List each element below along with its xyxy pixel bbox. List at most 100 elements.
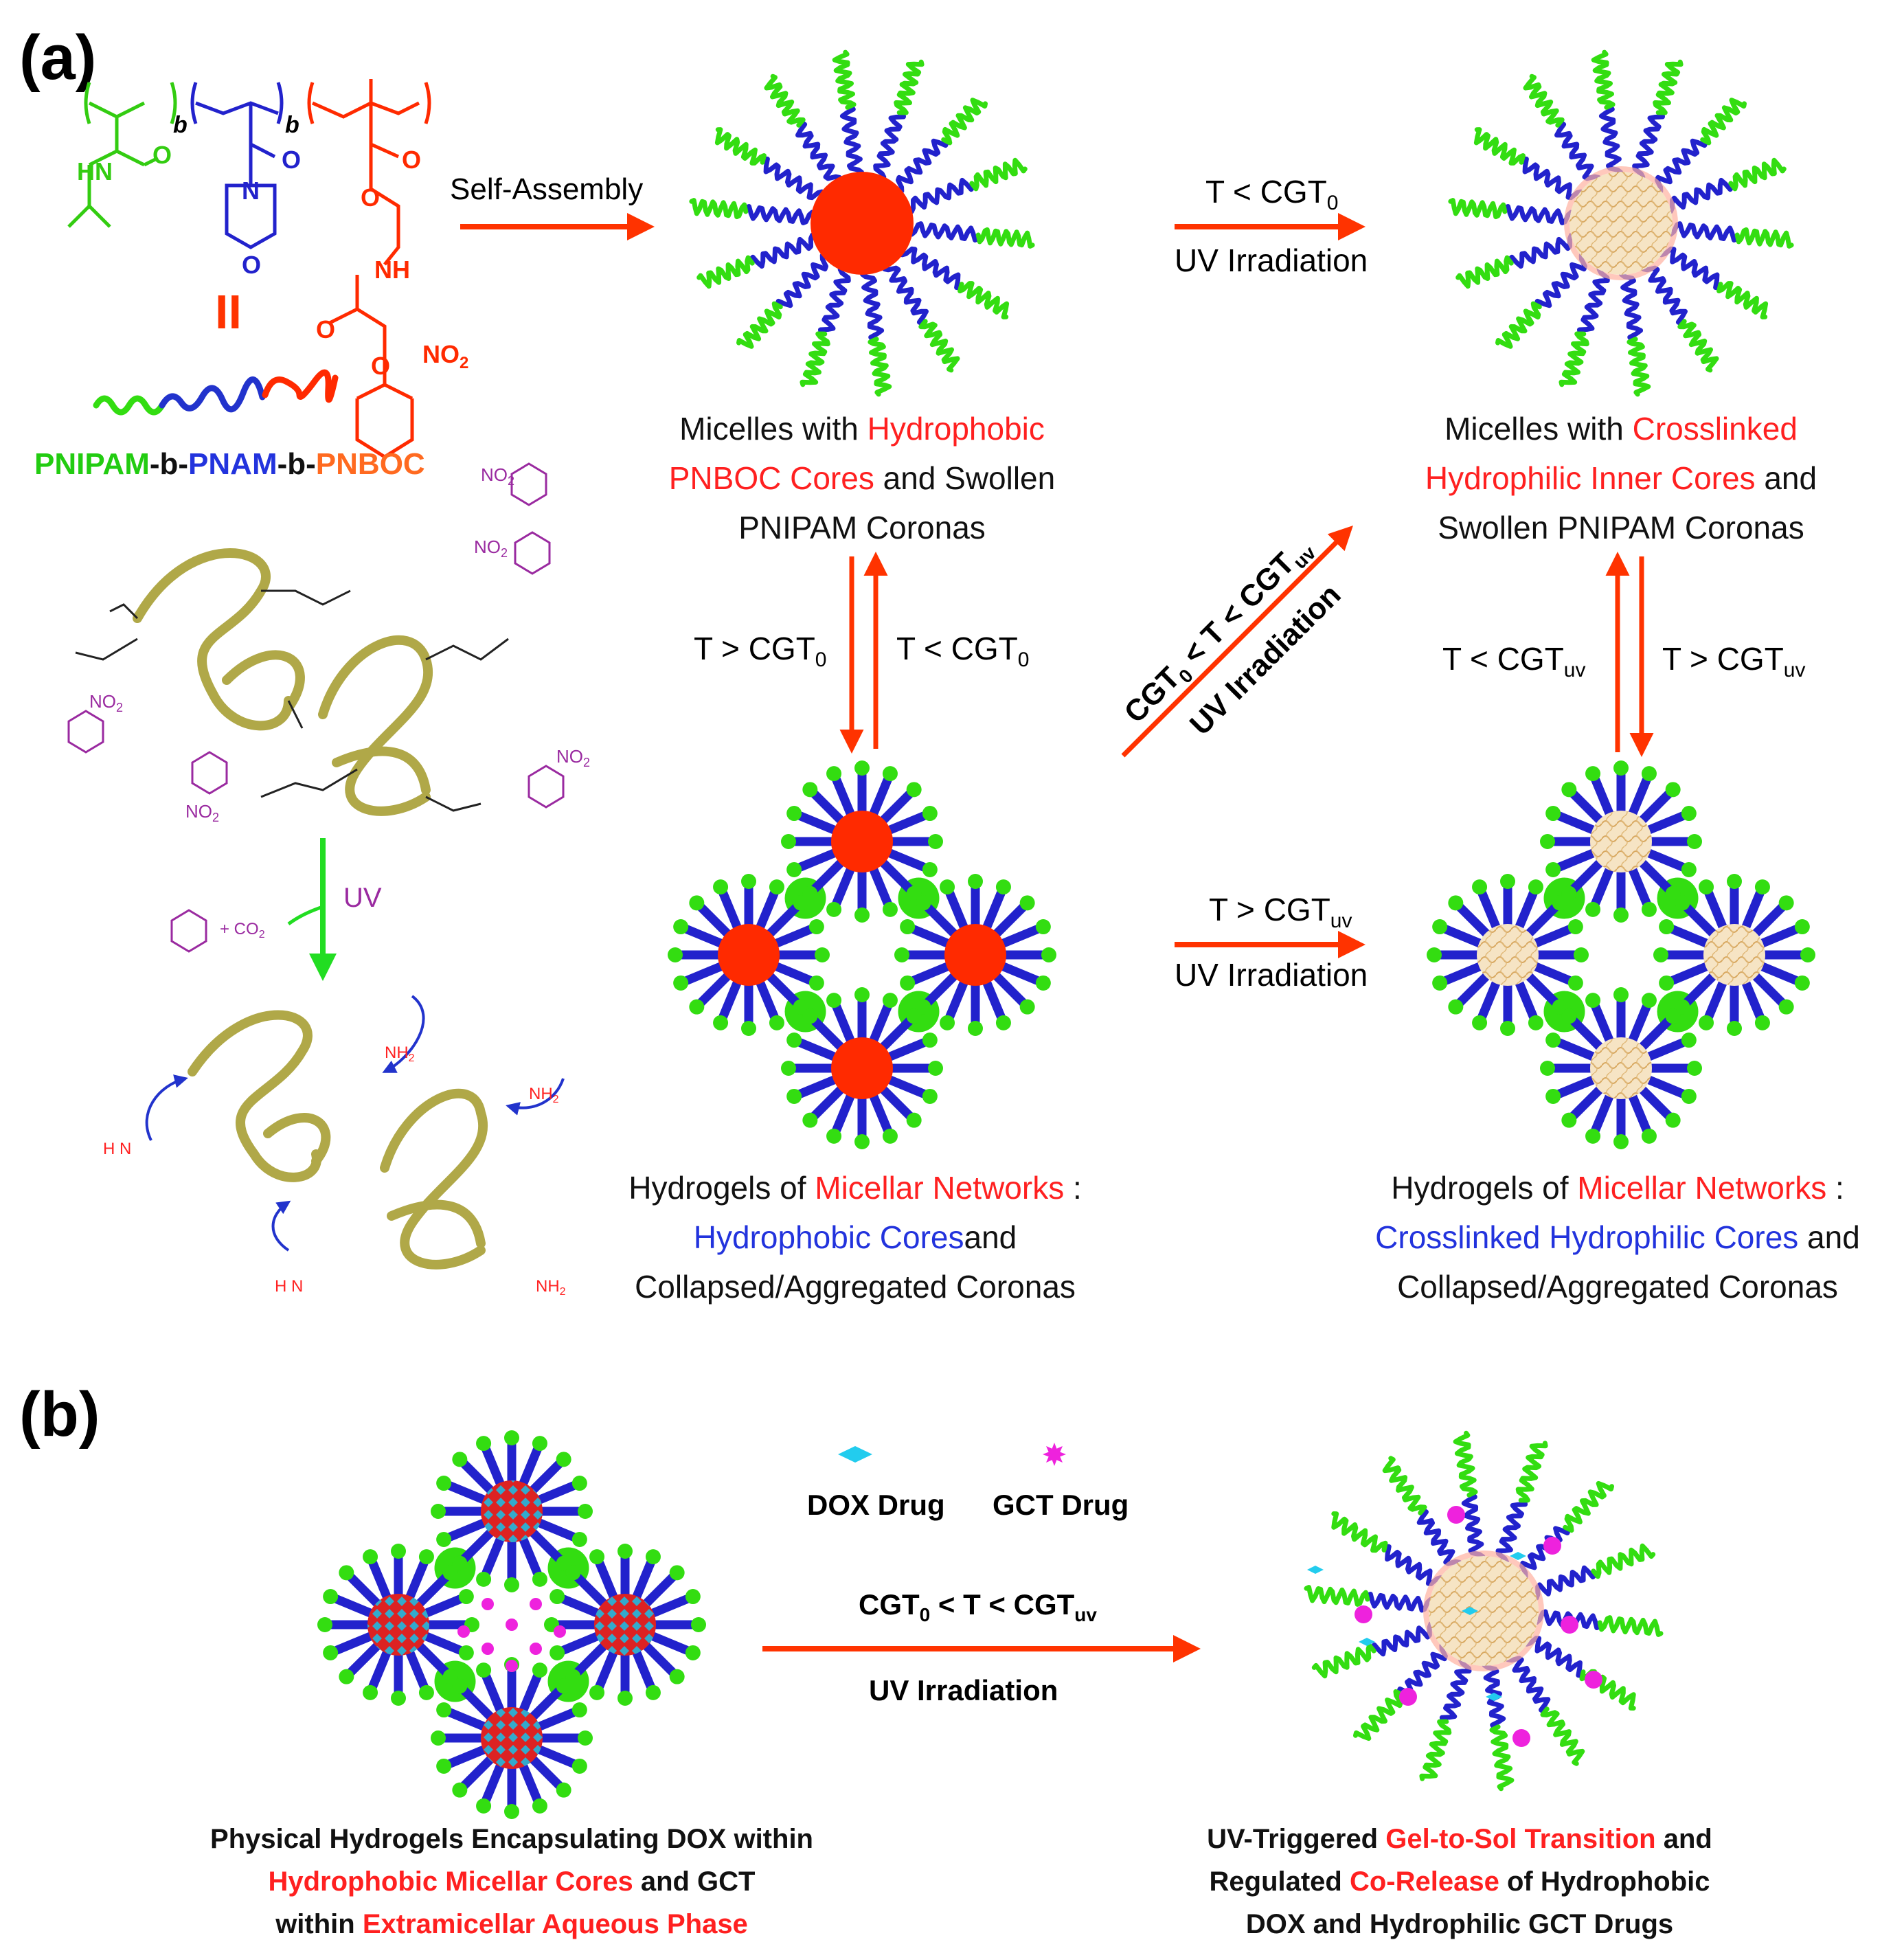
cap-gel1-line1-seg1: and <box>964 1219 1017 1255</box>
cap-gel2-line1-seg0: Crosslinked Hydrophilic Cores <box>1375 1219 1798 1255</box>
hydrogel-network-hydrophobic <box>668 760 1056 1149</box>
network-core <box>1590 1037 1652 1099</box>
micelle-hydrophobic-core <box>689 49 1035 397</box>
cap-micelle1-line1-seg0: PNBOC Cores <box>669 460 874 496</box>
cap-gel2-line2-seg0: Collapsed/Aggregated Coronas <box>1397 1269 1838 1305</box>
network-core <box>831 811 893 872</box>
panel-label-b: (b) <box>19 1379 100 1450</box>
amine-label-4: H N <box>103 1140 131 1158</box>
cap-micelle2-line0-seg0: Micelles with <box>1444 411 1633 447</box>
gct-drug-label: GCT Drug <box>993 1489 1129 1521</box>
b-label-2: b <box>285 112 299 138</box>
cap-gel1-line0-seg1: Micellar Networks <box>815 1170 1064 1206</box>
gct-drug-marker <box>1447 1506 1465 1524</box>
block-copolymer-structure: HN O b O N O b <box>67 79 468 459</box>
o-label-3: O <box>242 251 261 279</box>
o-label-4: O <box>402 146 421 174</box>
network-core <box>1477 924 1539 986</box>
network-core <box>1590 811 1652 872</box>
caption-drug-loaded-hydrogel: Physical Hydrogels Encapsulating DOX wit… <box>210 1824 813 1939</box>
o-label-2: O <box>282 146 301 174</box>
polymer-cartoon <box>93 369 339 416</box>
polymer-name: PNIPAM-b-PNAM-b-PNBOC <box>34 447 425 481</box>
cap-micelle1-line0-seg1: Hydrophobic <box>868 411 1045 447</box>
cap-gel2-line1-seg1: and <box>1798 1219 1860 1255</box>
cap-gel2-line0-seg0: Hydrogels of <box>1391 1170 1577 1206</box>
o-label-6: O <box>316 315 335 343</box>
cap-gel1-line1-seg0: Hydrophobic Cores <box>694 1219 964 1255</box>
micelle1-core <box>811 172 914 275</box>
cap-micelle2-line1-seg0: Hydrophilic Inner Cores <box>1425 460 1756 496</box>
cap-right-b-line0-seg2: and <box>1656 1824 1712 1854</box>
o-label-7: O <box>371 352 390 380</box>
gct-drug-marker <box>1561 1616 1578 1634</box>
diagonal-arrow <box>1121 526 1353 758</box>
cap-gel2-line0-seg2: : <box>1826 1170 1844 1206</box>
cap-micelle2-line1-seg1: and <box>1756 460 1817 496</box>
cap-left-b-line1-seg0: Hydrophobic Micellar Cores <box>268 1867 633 1897</box>
nitrosobenzaldehyde <box>170 909 207 953</box>
polymer-name-seg-1: -b- <box>150 447 188 481</box>
micelle2-core <box>1569 172 1673 275</box>
caption-hydrogel-hydrophobic: Hydrogels of Micellar Networks :Hydropho… <box>628 1170 1082 1305</box>
nitro-label-4: NO2 <box>185 801 219 824</box>
cap-right-b-line1-seg1: Co-Release <box>1350 1867 1499 1897</box>
cap-micelle1-line0-seg0: Micelles with <box>679 411 868 447</box>
no2-label: NO2 <box>422 340 468 372</box>
cap-gel2-line0-seg1: Micellar Networks <box>1577 1170 1826 1206</box>
equivalence-sign: II <box>215 285 242 339</box>
cap-micelle2-line2-seg0: Swollen PNIPAM Coronas <box>1438 510 1804 545</box>
gel-crosslink-uv: UV Irradiation <box>1175 957 1368 993</box>
dox-drug-label: DOX Drug <box>807 1489 945 1521</box>
self-assembly-label: Self-Assembly <box>450 172 643 206</box>
cap-gel1-line0-seg0: Hydrogels of <box>628 1170 815 1206</box>
cap-right-b-line2-seg0: DOX and Hydrophilic GCT Drugs <box>1246 1909 1673 1939</box>
gct-drug-icon <box>1043 1443 1066 1466</box>
pnipam-block <box>67 82 177 228</box>
cap-left-b-line2-seg0: within <box>275 1909 363 1939</box>
gct-drug-marker <box>1585 1671 1602 1689</box>
network-core <box>367 1594 429 1656</box>
gct-drug-marker <box>1355 1605 1372 1623</box>
crosslinked-up-label: T < CGTuv <box>1442 641 1585 681</box>
pnam-block <box>190 82 284 249</box>
polymer-name-seg-3: -b- <box>277 447 316 481</box>
top-arrow-condition: T < CGT0 <box>1205 174 1338 214</box>
micelle-drug-release <box>1304 1430 1664 1792</box>
photo-crosslink-scheme: NO2 NO2 NO2 NO2 NO2 UV + CO2 NH2 NH2 NH2… <box>67 462 590 1298</box>
network-core <box>718 924 780 986</box>
olive-backbone-before <box>133 548 433 816</box>
o-label-1: O <box>152 141 172 169</box>
network-core <box>1703 924 1765 986</box>
polymer-name-seg-0: PNIPAM <box>34 447 150 481</box>
gelation-down-label: T > CGT0 <box>694 631 826 671</box>
gel-crosslink-condition: T > CGTuv <box>1209 892 1352 932</box>
top-arrow-uv: UV Irradiation <box>1175 243 1368 278</box>
nitro-label-1: NO2 <box>474 537 508 560</box>
hydrogel-drug-loaded <box>317 1430 706 1819</box>
nitro-label-2: NO2 <box>481 464 514 488</box>
cap-right-b-line0-seg0: UV-Triggered <box>1207 1824 1385 1854</box>
b-label-1: b <box>173 112 188 138</box>
dox-drug-marker <box>1486 1693 1502 1701</box>
cap-left-b-line1-seg1: and GCT <box>633 1867 756 1897</box>
dox-drug-marker <box>1307 1566 1324 1574</box>
polymer-name-seg-2: PNAM <box>188 447 277 481</box>
olive-backbone-after <box>188 1010 488 1270</box>
dox-drug-marker <box>1510 1552 1526 1560</box>
dox-drug-icon <box>838 1446 872 1463</box>
cap-left-b-line2-seg1: Extramicellar Aqueous Phase <box>363 1909 748 1939</box>
cap-left-b-line0-seg0: Physical Hydrogels Encapsulating DOX wit… <box>210 1824 813 1854</box>
network-core <box>944 924 1006 986</box>
network-core <box>594 1594 656 1656</box>
dox-drug-marker <box>1359 1638 1375 1646</box>
nitro-label-5: NO2 <box>556 746 590 769</box>
hn-label: HN <box>77 157 113 185</box>
panel-label-a: (a) <box>19 23 96 93</box>
gct-drug-marker <box>1543 1537 1561 1555</box>
pnboc-block <box>307 79 431 459</box>
